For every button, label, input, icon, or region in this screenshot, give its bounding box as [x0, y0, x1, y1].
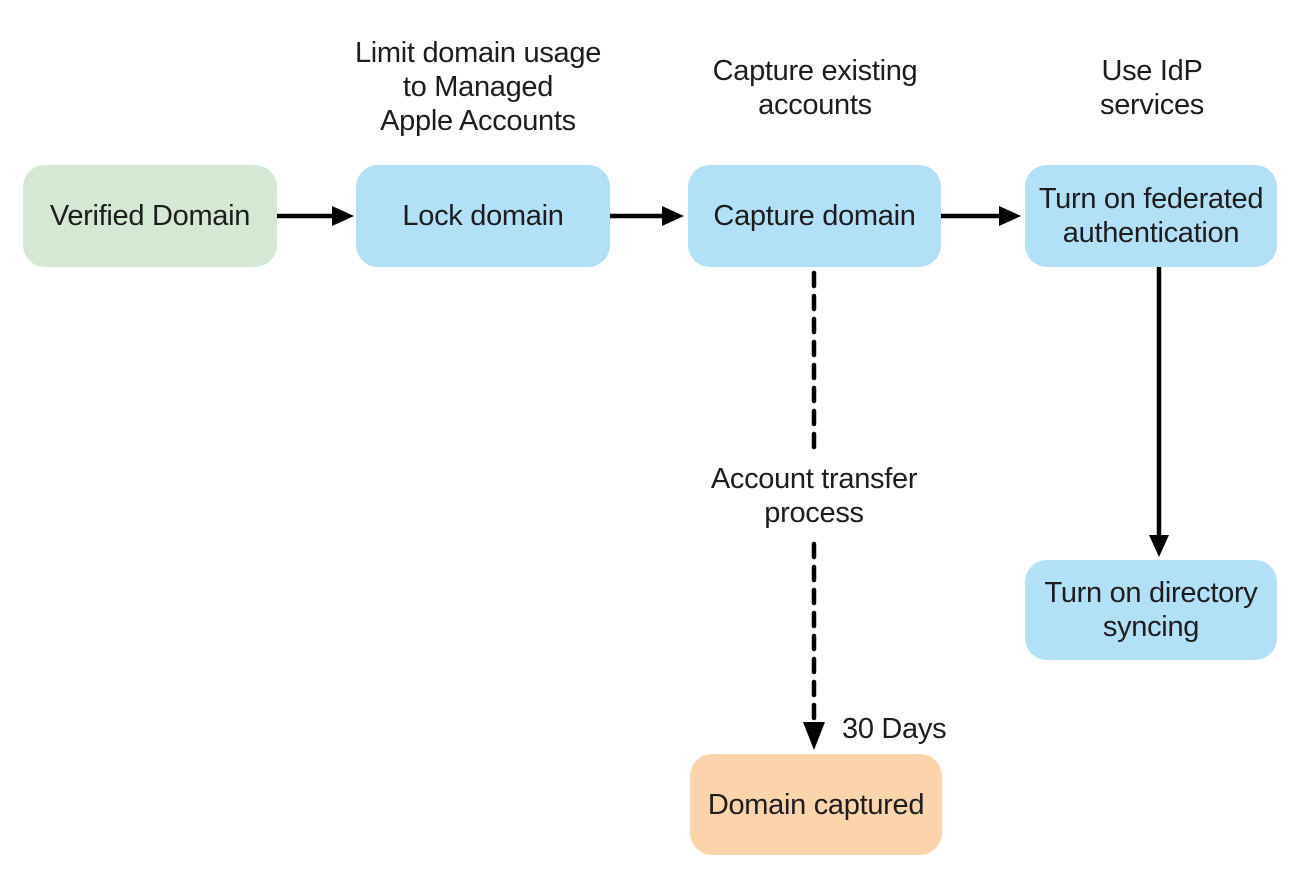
node-verified-domain-label: Verified Domain — [49, 200, 251, 232]
node-turn-on-federated-authentication: Turn on federated authentication — [1025, 165, 1277, 267]
note-capture-existing-accounts: Capture existing accounts — [712, 55, 918, 121]
node-domain-captured: Domain captured — [690, 754, 942, 855]
node-turn-on-directory-syncing: Turn on directory syncing — [1025, 560, 1277, 660]
note-account-transfer-process: Account transfer process — [710, 463, 918, 529]
node-turn-on-directory-syncing-label: Turn on directory syncing — [1044, 577, 1258, 643]
note-limit-domain-usage: Limit domain usage to Managed Apple Acco… — [354, 37, 602, 137]
arrow-federated-to-syncing — [1149, 267, 1169, 557]
arrow-lock-to-capture — [610, 206, 684, 226]
note-30-days: 30 Days — [842, 713, 947, 745]
note-use-idp-services: Use IdP services — [1100, 55, 1204, 121]
node-capture-domain-label: Capture domain — [713, 200, 916, 232]
node-turn-on-federated-authentication-label: Turn on federated authentication — [1038, 183, 1264, 249]
node-lock-domain-label: Lock domain — [402, 200, 564, 232]
arrow-capture-to-captured-dashed — [803, 270, 825, 750]
node-lock-domain: Lock domain — [356, 165, 610, 267]
node-capture-domain: Capture domain — [688, 165, 941, 267]
node-domain-captured-label: Domain captured — [707, 788, 925, 821]
node-verified-domain: Verified Domain — [23, 165, 277, 267]
arrow-verified-to-lock — [277, 206, 354, 226]
arrow-capture-to-federated — [941, 206, 1021, 226]
